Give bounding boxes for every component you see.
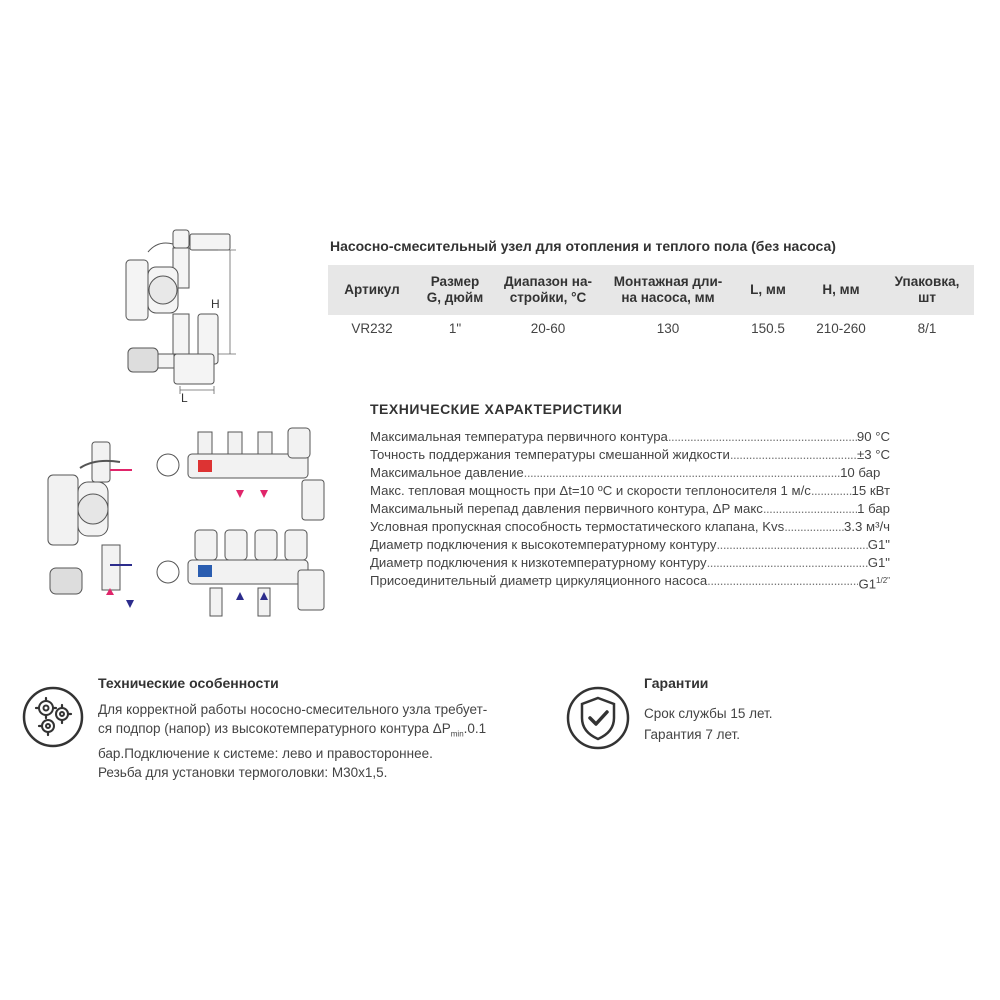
col-l: L, мм [734,265,802,315]
tech-row: Условная пропускная способность термоста… [370,519,890,534]
guarantee-title: Гарантии [644,675,709,691]
guarantee-list: Срок службы 15 лет. Гарантия 7 лет. [644,703,772,745]
col-range: Диапазон на-стройки, °С [494,265,602,315]
tech-row: Диаметр подключения к низкотемпературном… [370,555,890,570]
tech-row: Максимальное давление...................… [370,465,881,480]
list-item: Срок службы 15 лет. [644,706,773,721]
features-text: Для корректной работы нососно-смесительн… [98,702,488,780]
col-article: Артикул [328,265,416,315]
tech-row: Максимальная температура первичного конт… [370,429,890,444]
dim-h-label: H [211,297,220,311]
cell-pump-length: 130 [656,321,680,336]
tech-row: Точность поддержания температуры смешанн… [370,447,890,462]
tech-row: Макс. тепловая мощность при Δt=10 ºС и с… [370,483,890,498]
cell-size: 1" [448,321,462,336]
dim-l-label: L [181,391,188,402]
cell-pack: 8/1 [917,321,937,336]
gears-icon [22,686,84,748]
cell-l: 150.5 [751,321,785,336]
cell-h: 210-260 [816,321,866,336]
col-pump-length: Монтажная дли-на насоса, мм [602,265,734,315]
tech-title: ТЕХНИЧЕСКИЕ ХАРАКТЕРИСТИКИ [370,401,623,417]
tech-list: Максимальная температура первичного конт… [370,428,890,593]
tech-row: Максимальный перепад давления первичного… [370,501,890,516]
mixing-unit-drawing: H L [125,229,236,402]
features-title: Технические особенности [98,675,279,691]
col-pack: Упаковка, шт [880,265,974,315]
shield-check-icon [566,686,630,750]
tech-row: Диаметр подключения к высокотемпературно… [370,537,890,552]
col-h: H, мм [802,265,880,315]
product-title: Насосно-смесительный узел для отопления … [330,238,836,254]
manifold-drawing [47,427,325,617]
cell-article: VR232 [351,321,393,336]
tech-row: Присоединительный диаметр циркуляционног… [370,573,890,592]
table-row: VR232 1" 20-60 130 150.5 210-260 8/1 [328,315,974,342]
cell-range: 20-60 [530,321,566,336]
list-item: Гарантия 7 лет. [644,727,740,742]
